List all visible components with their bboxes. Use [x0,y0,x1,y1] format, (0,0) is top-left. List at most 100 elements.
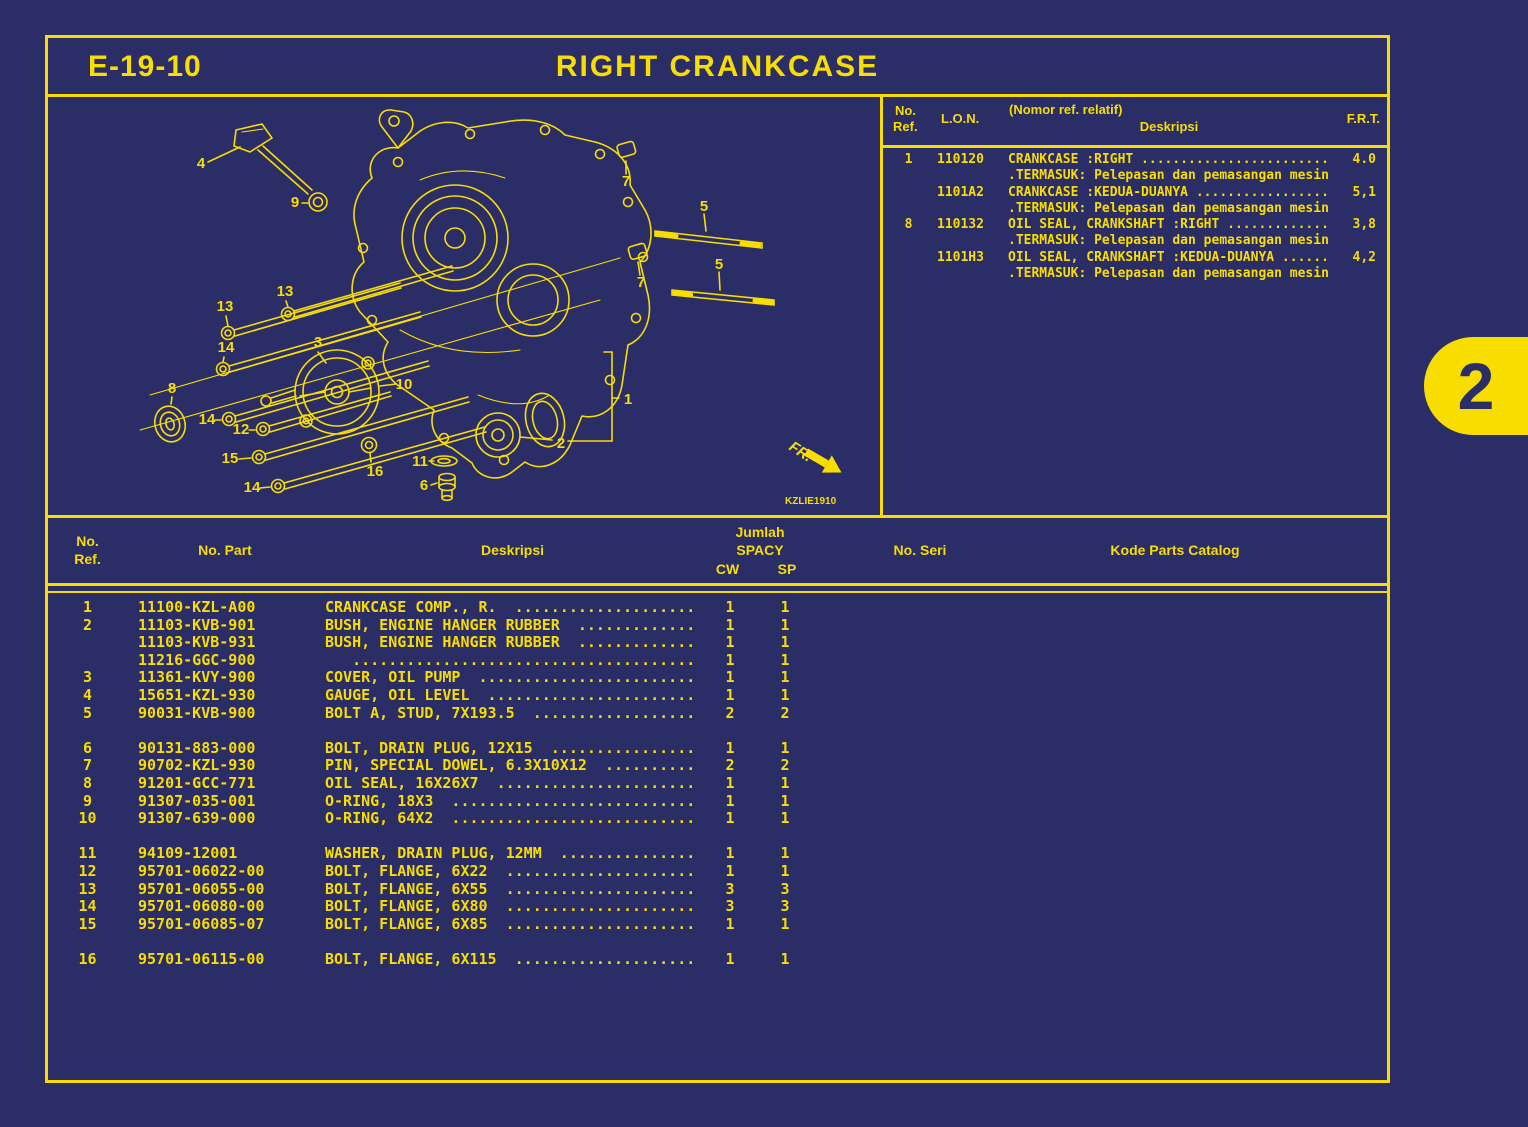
cell-cw-qty: 2 [725,756,735,775]
table-row: 11216-GGC-900 ..........................… [45,650,1390,670]
lon-header-lon: L.O.N. [941,111,980,126]
cell-kode [935,810,1390,828]
cell-no-part: 95701-06055-00 [138,879,265,898]
bracket-parts-1-2 [475,351,620,458]
cell-no-ref: 2 [82,615,93,634]
lon-frt-value: 4,2 [1352,249,1376,265]
lon-termasuk-note: .TERMASUK: Pelepasan dan pemasangan mesi… [1008,200,1329,216]
oil-seal-part-8 [153,396,187,443]
crankcase-body [351,109,652,479]
cell-no-part: 95701-06115-00 [138,949,265,968]
table-row: 11103-KVB-931 BUSH, ENGINE HANGER RUBBER… [45,634,1390,652]
cell-kode [935,617,1390,635]
lon-row: 1101H3 OIL SEAL, CRANKSHAFT :KEDUA-DUANY… [880,250,1390,266]
lon-frt-value: 5,1 [1352,184,1376,200]
cell-kode [935,916,1390,934]
cell-no-part: 15651-KZL-930 [138,685,256,704]
cell-sp-qty: 1 [780,809,790,828]
cell-no-ref: 6 [82,738,93,757]
lon-description: CRANKCASE :KEDUA-DUANYA ................… [1008,184,1329,200]
cell-no-ref: 5 [82,703,93,722]
cell-no-ref: 9 [82,791,93,810]
callout-13: 13 [277,283,294,300]
cell-no-seri [815,634,935,652]
lon-description: CRANKCASE :RIGHT .......................… [1008,152,1329,167]
cell-kode [935,951,1390,969]
cell-cw-qty: 3 [725,879,735,898]
lon-header-deskripsi: Deskripsi [1139,119,1199,134]
cell-deskripsi: COVER, OIL PUMP ........................ [325,668,696,687]
cell-sp-qty: 3 [780,897,790,916]
lon-ref [880,250,937,266]
page-number-badge: 2 [1424,337,1528,435]
callout-12: 12 [233,421,250,438]
table-row: 10 91307-639-000 O-RING, 64X2 ..........… [45,810,1390,828]
cell-no-part: 11361-KVY-900 [138,668,256,687]
parts-header-cw: CW [715,561,740,577]
cell-sp-qty: 1 [780,738,790,757]
cell-cw-qty: 3 [725,897,735,916]
cell-no-ref: 8 [82,773,93,792]
lon-ref: 8 [904,217,913,233]
cell-deskripsi: BUSH, ENGINE HANGER RUBBER ............. [325,633,696,652]
cell-kode [935,705,1390,723]
cell-no-part: 90131-883-000 [138,738,256,757]
cell-cw-qty: 1 [725,738,735,757]
cell-cw-qty: 1 [725,598,735,616]
lon-row-sub: .TERMASUK: Pelepasan dan pemasangan mesi… [880,168,1390,184]
cell-no-part: 91307-035-001 [138,791,256,810]
table-row: 13 95701-06055-00 BOLT, FLANGE, 6X55 ...… [45,879,1390,899]
cell-sp-qty: 1 [780,861,790,880]
cell-sp-qty: 1 [780,615,790,634]
cell-no-part: 94109-12001 [138,844,238,863]
cell-cw-qty: 2 [725,703,735,722]
cell-no-part: 95701-06085-07 [138,914,265,933]
parts-header-kode: Kode Parts Catalog [1110,542,1240,558]
lon-row-sub: .TERMASUK: Pelepasan dan pemasangan mesi… [880,201,1390,217]
callout-5: 5 [700,198,708,215]
cell-kode [935,845,1390,863]
lon-ref [880,185,937,201]
cell-deskripsi: BOLT, FLANGE, 6X85 ..................... [325,914,696,933]
callout-14: 14 [218,339,235,356]
cell-cw-qty: 1 [725,650,735,669]
callout-16: 16 [367,463,384,480]
cell-sp-qty: 1 [780,791,790,810]
cell-sp-qty: 1 [780,914,790,933]
cell-no-part: 91307-639-000 [138,809,256,828]
cell-cw-qty: 1 [725,615,735,634]
table-row: 2 11103-KVB-901 BUSH, ENGINE HANGER RUBB… [45,615,1390,635]
lon-table-header: No. Ref. L.O.N. (Nomor ref. relatif) Des… [883,97,1390,148]
cell-no-seri [815,845,935,863]
cell-no-part: 91201-GCC-771 [138,773,256,792]
cell-kode [935,599,1390,617]
cell-no-ref: 4 [82,685,93,704]
cell-no-seri [815,793,935,811]
callout-14: 14 [244,479,261,496]
table-row: 7 90702-KZL-930 PIN, SPECIAL DOWEL, 6.3X… [45,757,1390,775]
page-title: RIGHT CRANKCASE [555,50,880,83]
callout-8: 8 [168,380,176,397]
row-group-gap [45,828,1390,846]
table-row: 1 11100-KZL-A00 CRANKCASE COMP., R. ....… [45,598,1390,617]
table-row: 5 90031-KVB-900 BOLT A, STUD, 7X193.5 ..… [45,703,1390,723]
cell-no-seri [815,775,935,793]
cell-deskripsi: BOLT, DRAIN PLUG, 12X15 ................ [325,738,696,757]
lon-header-frt: F.R.T. [1346,111,1380,126]
lon-row: 1101A2 CRANKCASE :KEDUA-DUANYA .........… [880,185,1390,201]
table-row: 4 15651-KZL-930 GAUGE, OIL LEVEL .......… [45,685,1390,705]
callout-14: 14 [199,411,216,428]
header-double-line [45,591,1390,593]
cell-no-part: 90031-KVB-900 [138,703,256,722]
table-row: 11 94109-12001 WASHER, DRAIN PLUG, 12MM … [45,845,1390,863]
callout-6: 6 [420,477,428,494]
cell-kode [935,898,1390,916]
cell-no-seri [815,652,935,670]
cell-no-ref [45,652,130,670]
cell-no-seri [815,740,935,758]
cell-cw-qty: 1 [725,791,735,810]
parts-header-ref: Ref. [74,551,101,567]
cell-no-ref: 3 [82,668,93,687]
cell-no-part: 95701-06080-00 [138,897,265,916]
callout-15: 15 [222,450,239,467]
